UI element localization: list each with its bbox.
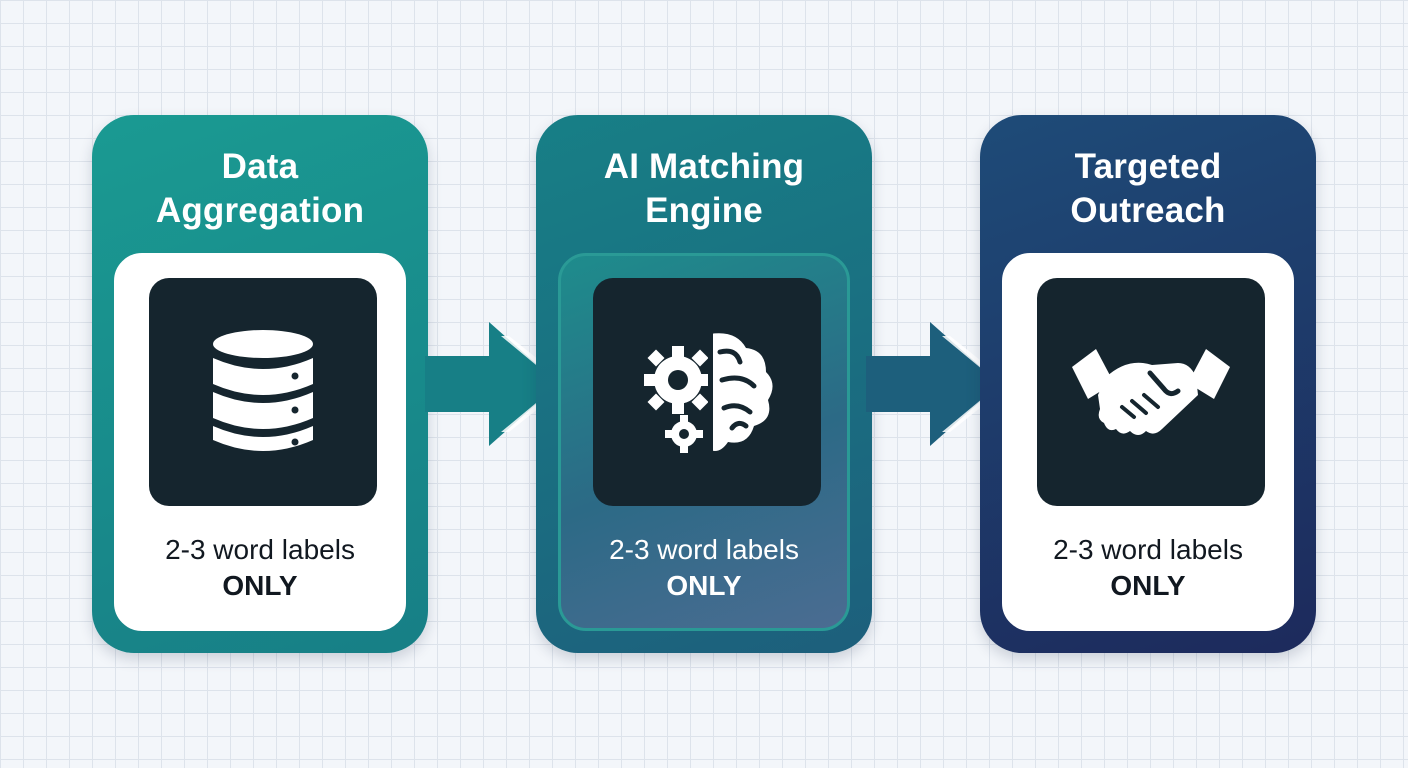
gear-brain-icon — [593, 278, 821, 506]
stage-card: 2-3 word labels ONLY — [1002, 253, 1294, 631]
stage-title: Data Aggregation — [92, 145, 428, 233]
stage-targeted-outreach: Targeted Outreach — [980, 115, 1316, 653]
stage-ai-matching-engine: AI Matching Engine — [536, 115, 872, 653]
stage-label: 2-3 word labels ONLY — [1005, 532, 1291, 604]
stage-title: Targeted Outreach — [980, 145, 1316, 233]
stage-title-line-2: Engine — [645, 191, 763, 230]
stage-label-line-1: 2-3 word labels — [609, 534, 799, 565]
stage-label-line-1: 2-3 word labels — [1053, 534, 1243, 565]
stage-label: 2-3 word labels ONLY — [117, 532, 403, 604]
stage-label-line-2: ONLY — [666, 570, 742, 601]
stage-label-line-2: ONLY — [1110, 570, 1186, 601]
stage-title: AI Matching Engine — [536, 145, 872, 233]
stage-label-line-2: ONLY — [222, 570, 298, 601]
handshake-icon — [1037, 278, 1265, 506]
stage-title-line-1: Data — [221, 147, 299, 186]
stage-title-line-2: Outreach — [1070, 191, 1226, 230]
stage-label: 2-3 word labels ONLY — [561, 532, 847, 604]
stage-card: 2-3 word labels ONLY — [558, 253, 850, 631]
stage-title-line-1: Targeted — [1074, 147, 1222, 186]
flow-arrow-1 — [425, 322, 569, 446]
stage-card: 2-3 word labels ONLY — [114, 253, 406, 631]
database-icon — [149, 278, 377, 506]
stage-data-aggregation: Data Aggregation 2-3 word labels ONLY — [92, 115, 428, 653]
stage-title-line-2: Aggregation — [155, 191, 365, 230]
flow-arrow-2 — [866, 322, 1010, 446]
stage-title-line-1: AI Matching — [603, 147, 805, 186]
stage-label-line-1: 2-3 word labels — [165, 534, 355, 565]
